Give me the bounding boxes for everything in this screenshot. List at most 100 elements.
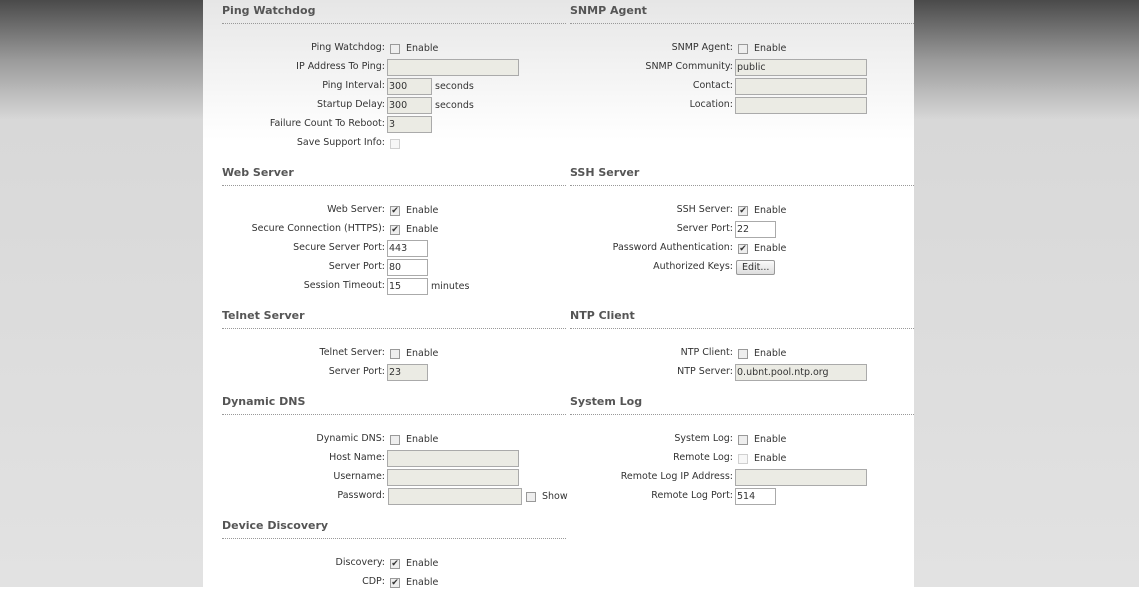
field-control: 80 [387,259,428,276]
field-control: ✔ Enable [387,221,438,238]
checkbox-label: Enable [754,205,787,216]
show-password-checkbox[interactable] [526,491,536,502]
form-row-ntp-server: NTP Server:0.ubnt.pool.ntp.org [567,364,927,383]
field-control [735,78,867,95]
cdp-checkbox[interactable]: ✔ [390,577,400,588]
ping-interval-input[interactable]: 300 [387,78,432,95]
password-authentication-checkbox[interactable]: ✔ [738,243,748,254]
ssh-server-checkbox[interactable]: ✔ [738,205,748,216]
field-label: Startup Delay: [316,99,385,110]
section-title: Telnet Server [222,309,566,329]
field-label: IP Address To Ping: [296,61,385,72]
field-control [387,469,519,486]
field-control [735,469,867,486]
section-title: Dynamic DNS [222,395,566,415]
field-label: Discovery: [335,557,385,568]
field-control: ✔Enable [735,240,786,257]
form-row-password-authentication: Password Authentication:✔Enable [567,240,927,259]
section-title: NTP Client [570,309,914,329]
secure-connection-https-checkbox[interactable]: ✔ [390,224,400,235]
field-label: Authorized Keys: [653,261,733,272]
secure-server-port-input[interactable]: 443 [387,240,428,257]
remote-log-ip-address-input[interactable] [735,469,867,486]
server-port-input[interactable]: 23 [387,364,428,381]
checkbox-label: Enable [406,558,439,569]
field-control: 514 [735,488,776,505]
checkbox-label: Enable [754,453,787,464]
section-title: Web Server [222,166,566,186]
server-port-input[interactable]: 22 [735,221,776,238]
telnet-server-checkbox[interactable] [390,348,400,359]
field-label: NTP Server: [677,366,733,377]
form-row-save-support-info: Save Support Info: [219,135,579,154]
form-row-discovery: Discovery: ✔ Enable [219,555,579,574]
form-row-ssh-server: SSH Server: ✔ Enable [567,202,927,221]
unit-label: minutes [431,281,470,292]
ip-address-to-ping-input[interactable] [387,59,519,76]
unit-label: seconds [435,100,474,111]
checkbox-label: Enable [406,224,439,235]
password-input[interactable] [388,488,522,505]
username-input[interactable] [387,469,519,486]
form-row-password: Password:Show [219,488,579,507]
checkbox-label: Enable [406,348,439,359]
field-label: Session Timeout: [303,280,385,291]
field-label: Dynamic DNS: [316,433,385,444]
form-row-failure-count-to-reboot: Failure Count To Reboot:3 [219,116,579,135]
web-server-checkbox[interactable]: ✔ [390,205,400,216]
field-control: 3 [387,116,432,133]
save-support-info-checkbox[interactable] [390,138,400,149]
field-label: Ping Watchdog: [311,42,385,53]
ntp-server-input[interactable]: 0.ubnt.pool.ntp.org [735,364,867,381]
field-control: Enable [735,345,786,362]
location-input[interactable] [735,97,867,114]
snmp-agent-checkbox[interactable] [738,43,748,54]
field-label: Save Support Info: [296,137,385,148]
field-control [387,59,519,76]
remote-log-port-input[interactable]: 514 [735,488,776,505]
startup-delay-input[interactable]: 300 [387,97,432,114]
failure-count-to-reboot-input[interactable]: 3 [387,116,432,133]
system-log-checkbox[interactable] [738,434,748,445]
discovery-checkbox[interactable]: ✔ [390,558,400,569]
ping-watchdog-checkbox[interactable] [390,43,400,54]
field-control: Enable [735,431,786,448]
checkbox-label: Enable [406,434,439,445]
field-label: SNMP Agent: [671,42,733,53]
host-name-input[interactable] [387,450,519,467]
dynamic-dns-checkbox[interactable] [390,434,400,445]
form-row-remote-log-port: Remote Log Port:514 [567,488,927,507]
section-title: SSH Server [570,166,914,186]
contact-input[interactable] [735,78,867,95]
form-row-snmp-agent: SNMP Agent:Enable [567,40,927,59]
field-control: Enable [387,345,438,362]
ntp-client-checkbox[interactable] [738,348,748,359]
field-control [387,135,406,152]
field-label: Password Authentication: [612,242,733,253]
form-row-host-name: Host Name: [219,450,579,469]
remote-log-checkbox[interactable] [738,453,748,464]
field-control [387,450,519,467]
field-label: CDP: [362,576,385,587]
checkbox-label: Enable [754,434,787,445]
field-label: Remote Log Port: [651,490,733,501]
field-label: SSH Server: [676,204,733,215]
field-control [735,97,867,114]
edit-keys-button[interactable]: Edit... [736,260,776,275]
field-label: Username: [333,471,385,482]
server-port-input[interactable]: 80 [387,259,428,276]
form-row-secure-connection-https: Secure Connection (HTTPS):✔Enable [219,221,579,240]
form-row-system-log: System Log:Enable [567,431,927,450]
snmp-community-input[interactable]: public [735,59,867,76]
session-timeout-input[interactable]: 15 [387,278,428,295]
